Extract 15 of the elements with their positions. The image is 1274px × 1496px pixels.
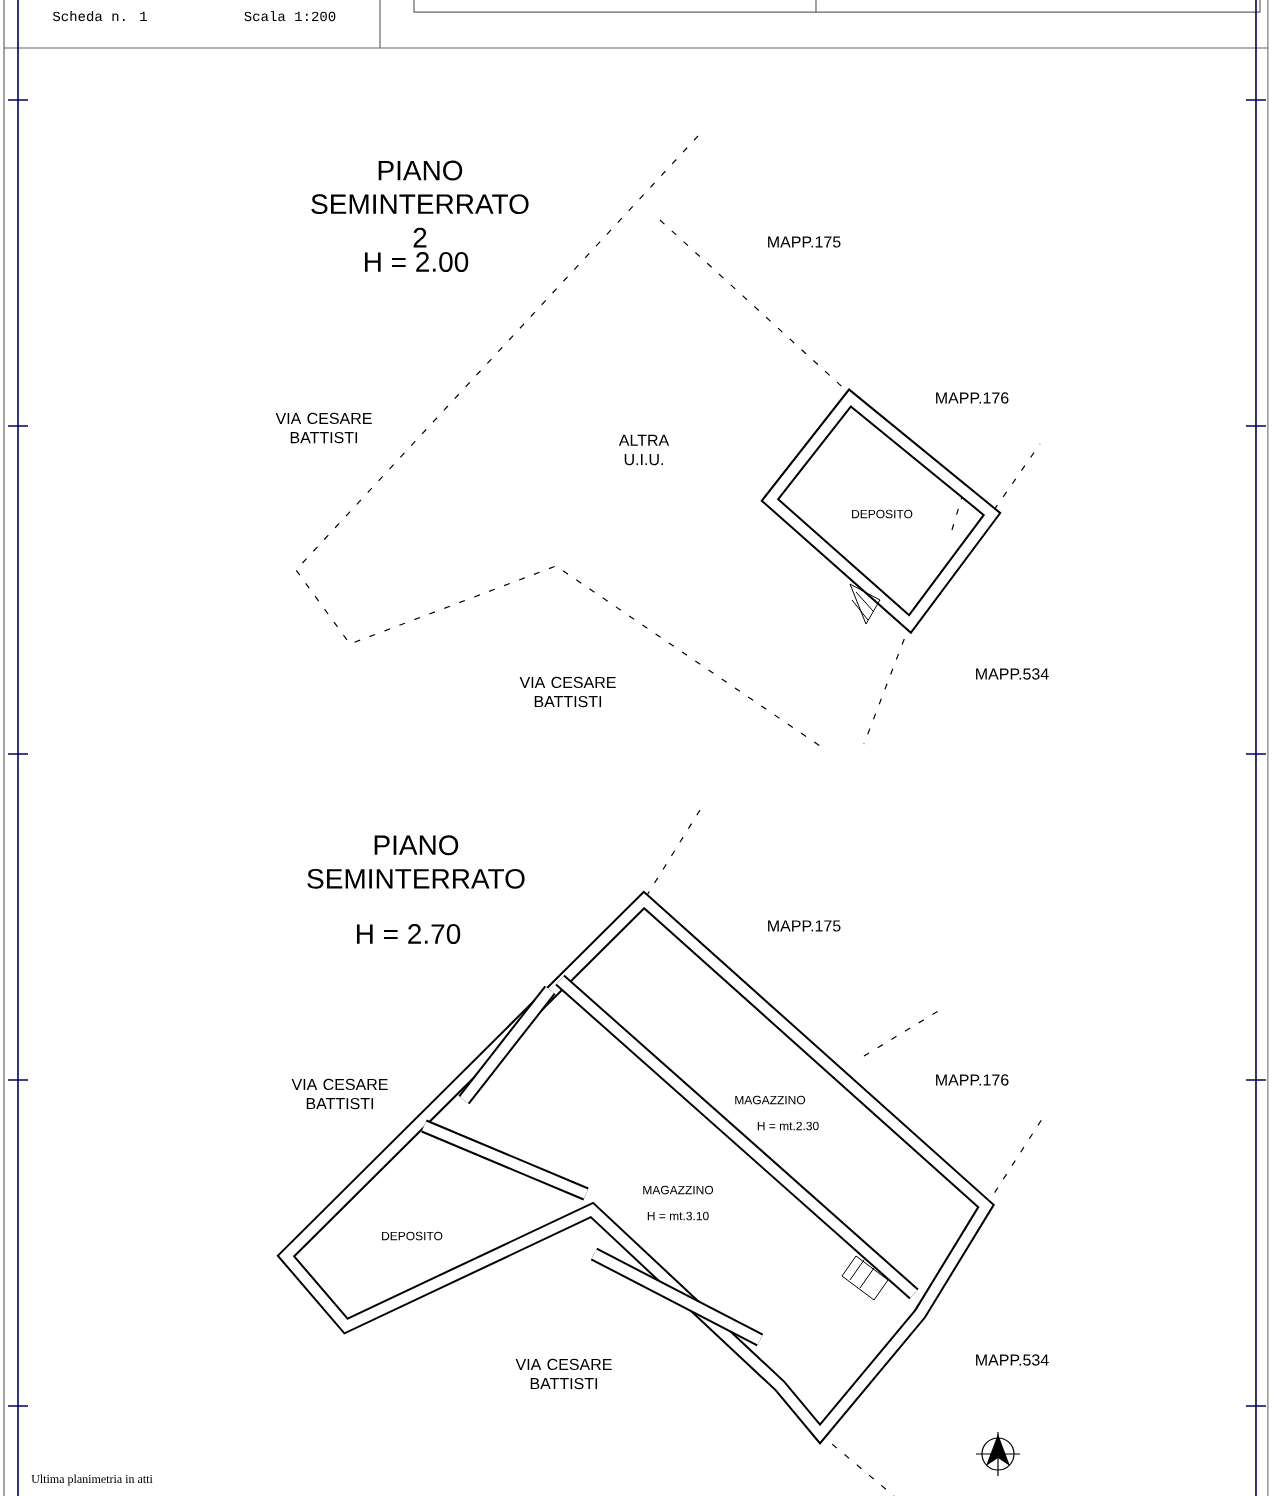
street-label: VIA CESARE BATTISTI <box>291 1078 388 1110</box>
street-label: VIA CESARE BATTISTI <box>515 1358 612 1390</box>
parcel-label: MAPP.175 <box>768 236 841 248</box>
parcel-label: MAPP.176 <box>936 1074 1009 1086</box>
parcel-label: MAPP.534 <box>976 668 1049 680</box>
plan-title: H = 2.00 <box>364 252 469 272</box>
plan-title: PIANO SEMINTERRATO 2 <box>311 160 529 248</box>
plan-title: H = 2.70 <box>356 924 461 944</box>
street-label: VIA CESARE BATTISTI <box>519 676 616 708</box>
street-label: VIA CESARE BATTISTI <box>275 412 372 444</box>
parcel-label: MAPP.176 <box>936 392 1009 404</box>
unit-label: ALTRA U.I.U. <box>618 434 670 466</box>
parcel-label: MAPP.534 <box>976 1354 1049 1366</box>
plan-title: PIANO SEMINTERRATO <box>307 835 525 889</box>
parcel-label: MAPP.175 <box>768 920 841 932</box>
